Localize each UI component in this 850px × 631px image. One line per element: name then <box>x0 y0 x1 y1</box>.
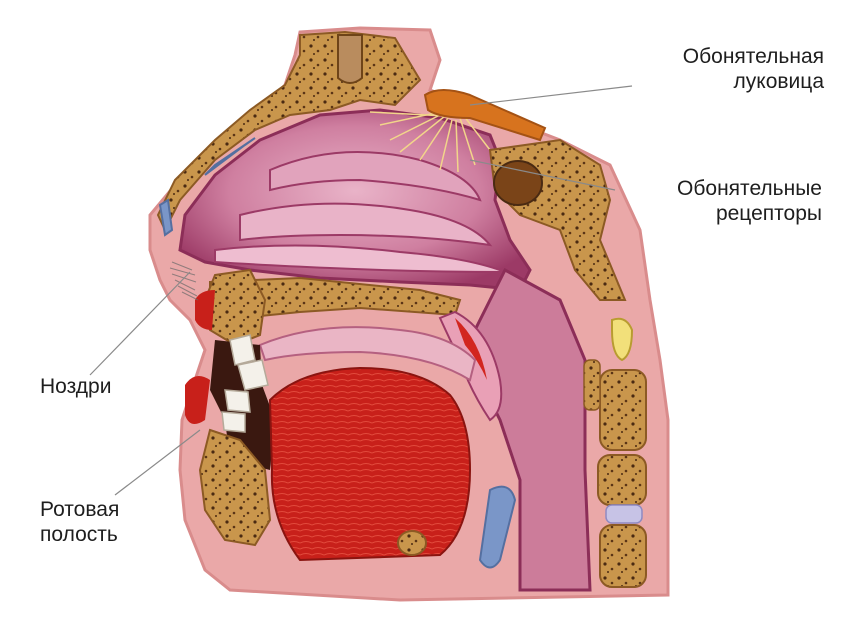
hyoid-bone <box>398 531 426 555</box>
label-oral-cavity: Ротовая полость <box>40 497 119 547</box>
leader-line-olfactory-bulb <box>470 86 632 105</box>
label-nostrils: Ноздри <box>40 374 111 399</box>
label-olfactory-bulb-line-1: Обонятельная <box>683 44 824 69</box>
upper-lip <box>195 290 215 330</box>
sphenoid-sinus <box>494 161 542 205</box>
leader-line-nostrils <box>90 272 190 375</box>
label-olfactory-bulb: Обонятельная луковица <box>683 44 824 94</box>
label-nostrils-line-1: Ноздри <box>40 374 111 399</box>
label-olfactory-receptors-line-1: Обонятельные <box>677 176 822 201</box>
label-olfactory-bulb-line-2: луковица <box>683 69 824 94</box>
tongue <box>270 368 470 560</box>
label-oral-cavity-line-2: полость <box>40 522 119 547</box>
frontal-sinus <box>338 35 362 83</box>
label-oral-cavity-line-1: Ротовая <box>40 497 119 522</box>
label-olfactory-receptors-line-2: рецепторы <box>677 201 822 226</box>
label-olfactory-receptors: Обонятельные рецепторы <box>677 176 822 226</box>
odontoid-process <box>612 319 632 360</box>
